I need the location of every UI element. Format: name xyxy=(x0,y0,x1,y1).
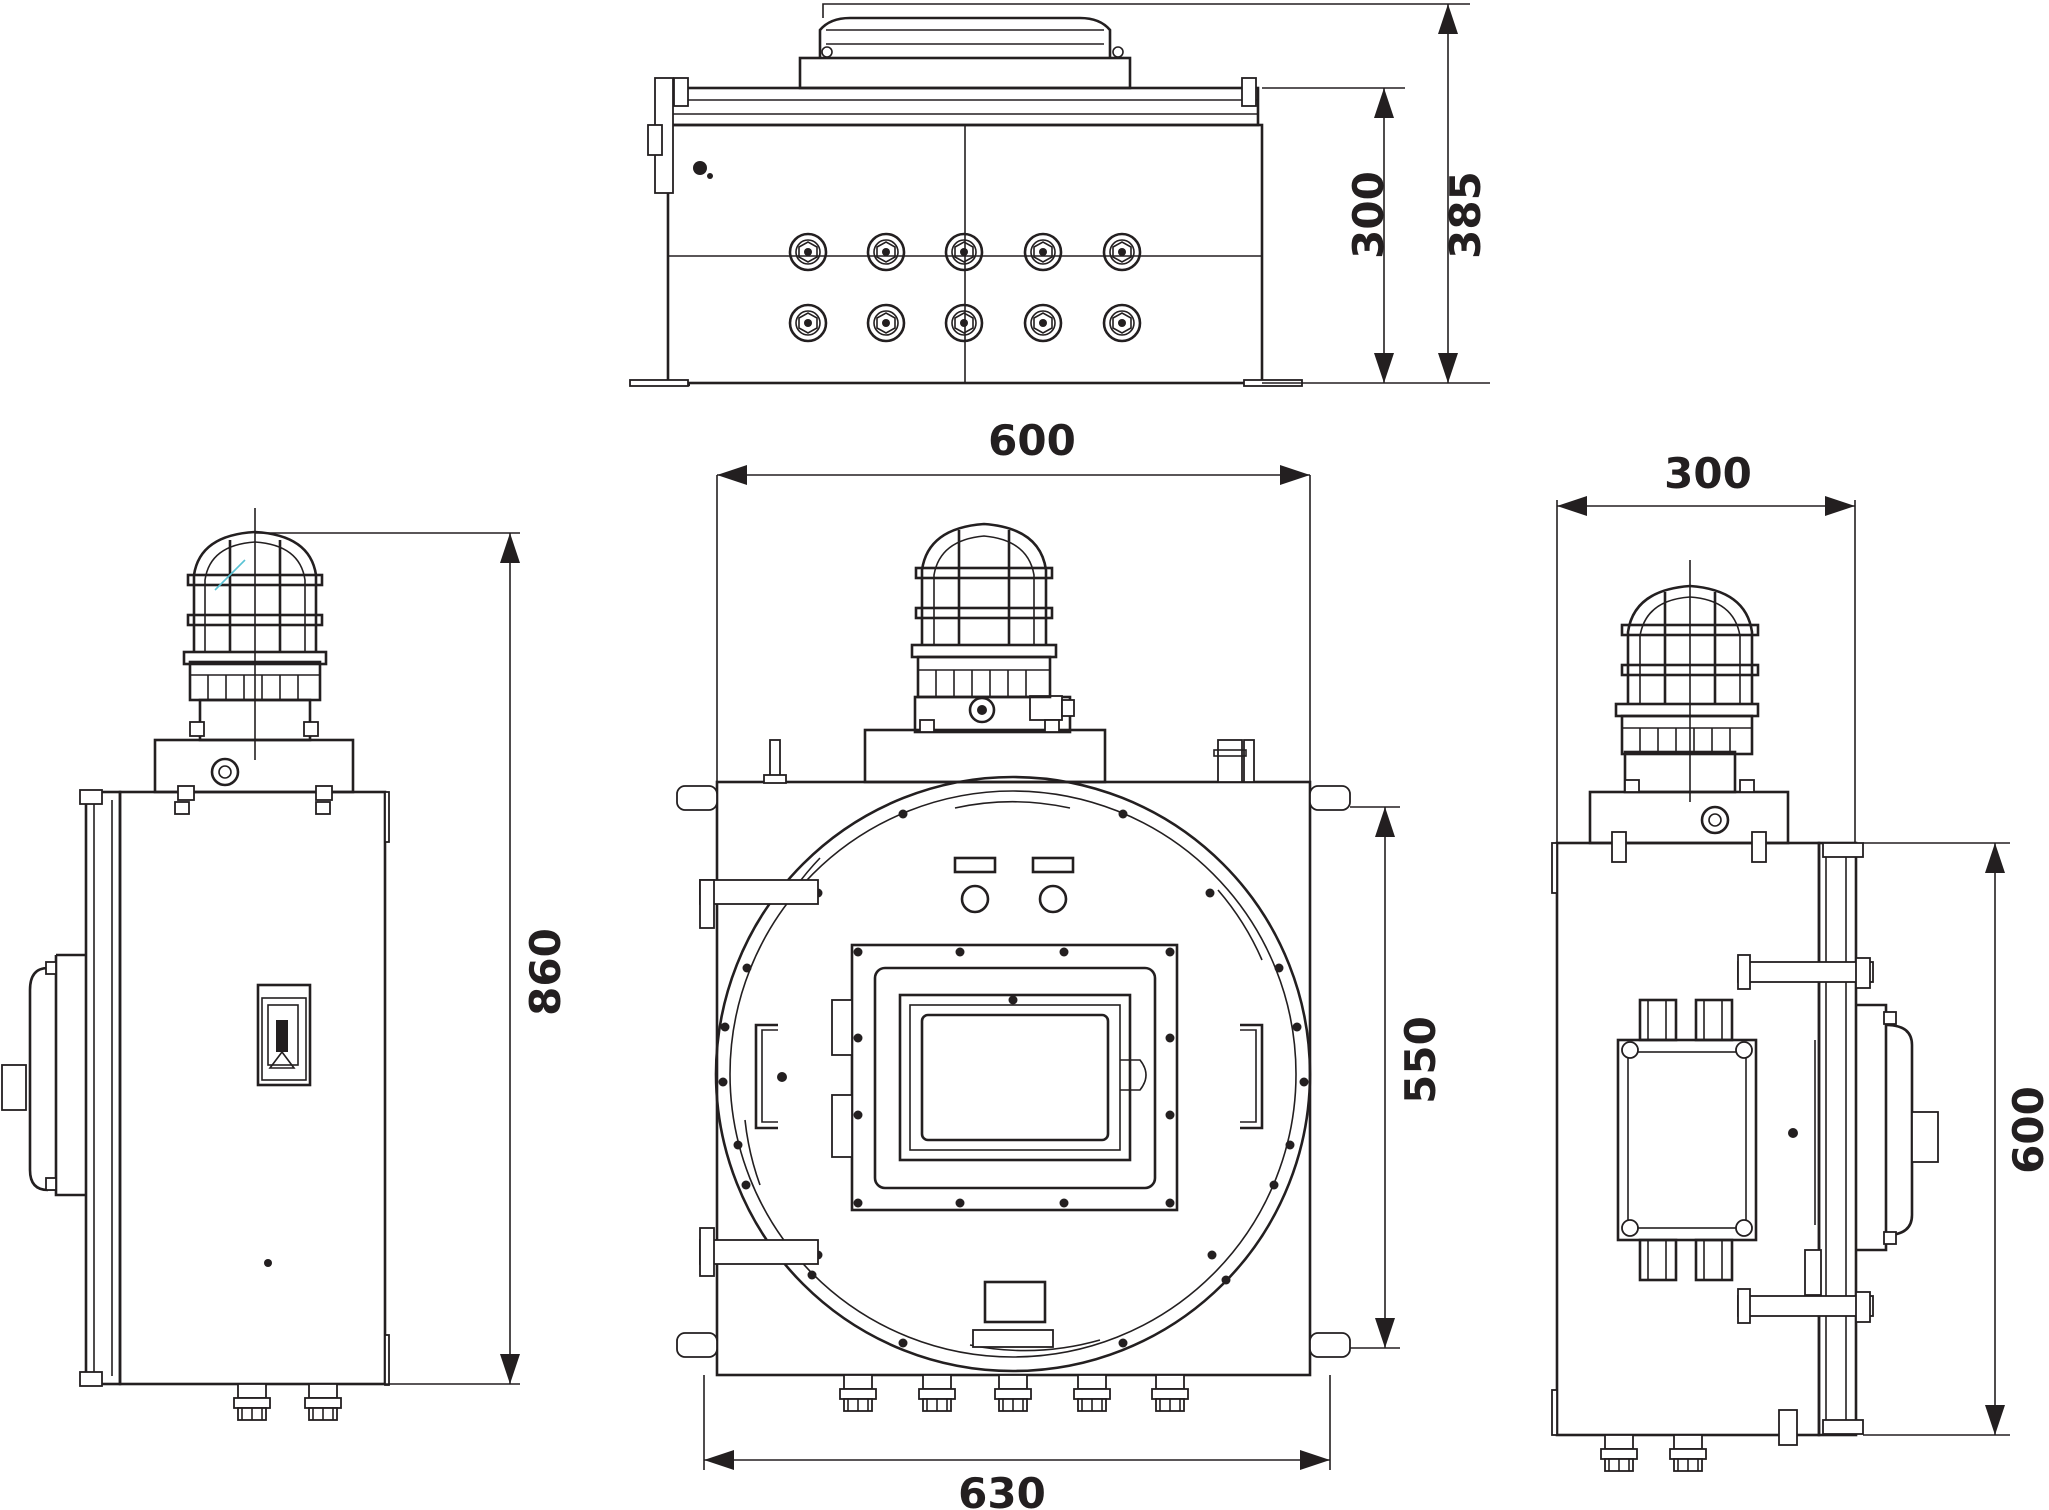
dimension-left-height: 860 xyxy=(255,532,570,1385)
dimension-front-width: 600 xyxy=(716,416,1311,782)
switch-icon xyxy=(256,983,312,1087)
grounding-icon xyxy=(1788,1128,1798,1138)
lifting-eye-icon xyxy=(210,757,240,787)
dim-front-width-body: 600 xyxy=(988,416,1076,465)
front-view xyxy=(676,522,1351,1412)
top-view xyxy=(629,3,1303,387)
dim-front-height: 550 xyxy=(1396,1016,1445,1104)
left-view xyxy=(1,508,390,1421)
lifting-eye-icon xyxy=(1700,805,1730,835)
dim-left-height: 860 xyxy=(521,928,570,1016)
grounding-icon xyxy=(264,1259,272,1267)
alarm-lamp-icon xyxy=(910,522,1058,699)
dimension-front-height: 550 xyxy=(1350,806,1445,1349)
dim-top-height-total: 385 xyxy=(1441,171,1490,259)
dimension-top-height: 300 385 xyxy=(860,3,1490,384)
dim-right-height: 600 xyxy=(2004,1086,2049,1174)
right-view xyxy=(1551,560,1939,1472)
handle-icon xyxy=(754,1023,778,1130)
dim-top-height-body: 300 xyxy=(1344,171,1393,259)
dimension-right-width: 300 xyxy=(1556,449,1856,843)
dim-front-width-total: 630 xyxy=(958,1469,1046,1510)
dimension-right-height: 600 xyxy=(1863,842,2049,1436)
dimension-front-bottom-width: 630 xyxy=(703,1375,1331,1510)
alarm-lamp-icon xyxy=(1614,584,1760,794)
dim-right-width: 300 xyxy=(1664,449,1752,498)
